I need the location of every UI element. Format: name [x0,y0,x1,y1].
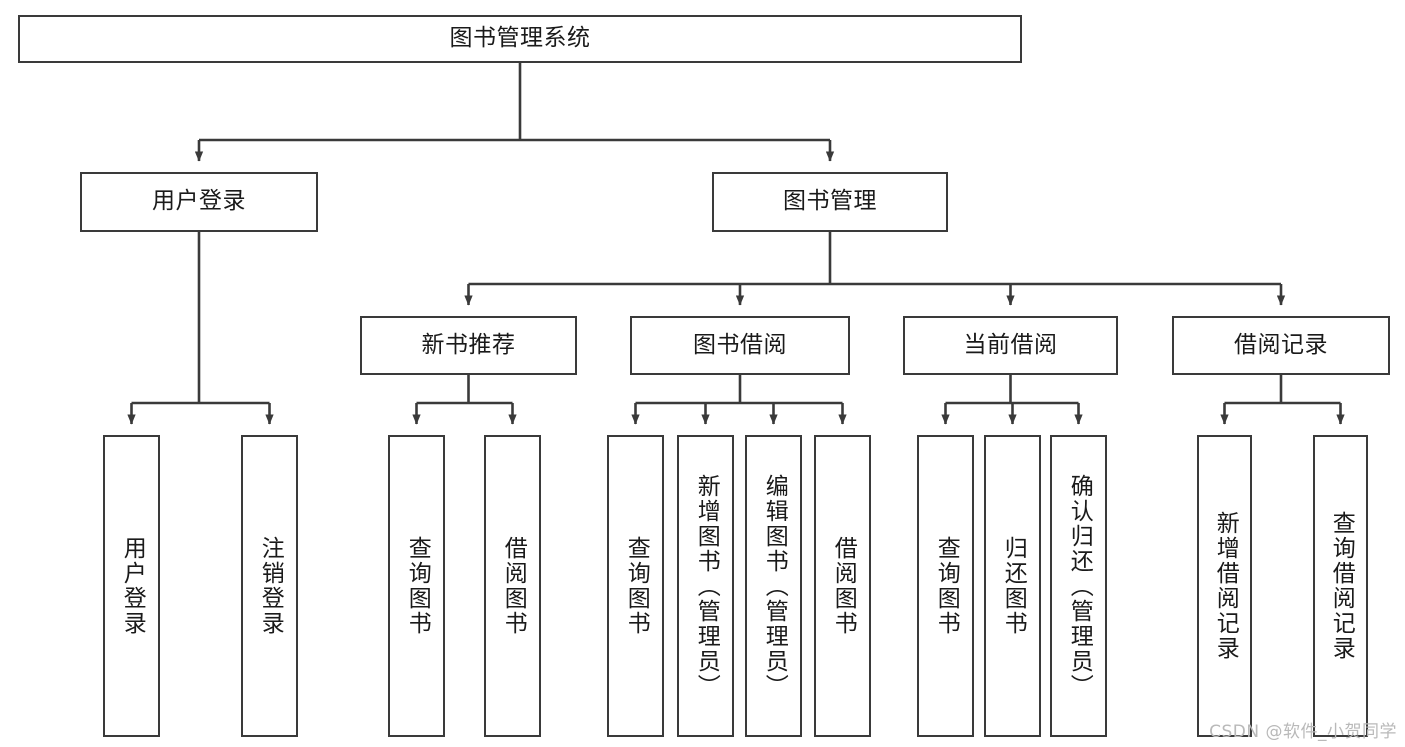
node-borrowing-record[interactable]: 借阅记录 [1172,316,1390,375]
leaf-query-book-3[interactable]: 查询图书 [917,435,974,737]
node-label: 查询借阅记录 [1328,511,1355,661]
node-label: 新增借阅记录 [1212,511,1239,661]
node-book-borrowing[interactable]: 图书借阅 [630,316,850,375]
node-label: 图书借阅 [693,331,787,358]
leaf-add-borrow-record[interactable]: 新增借阅记录 [1197,435,1252,737]
node-label: 查询图书 [933,536,960,636]
node-root-system[interactable]: 图书管理系统 [18,15,1022,63]
node-label: 借阅记录 [1234,331,1328,358]
node-label: 归还图书 [1000,536,1027,636]
node-label: 确认归还（管理员） [1066,473,1093,699]
node-label: 借阅图书 [500,536,527,636]
leaf-edit-book-admin[interactable]: 编辑图书（管理员） [745,435,802,737]
leaf-query-book-2[interactable]: 查询图书 [607,435,664,737]
leaf-confirm-return-admin[interactable]: 确认归还（管理员） [1050,435,1107,737]
node-label: 新书推荐 [421,331,516,358]
node-label: 当前借阅 [963,331,1058,358]
leaf-return-book[interactable]: 归还图书 [984,435,1041,737]
leaf-borrow-book-1[interactable]: 借阅图书 [484,435,541,737]
node-label: 图书管理系统 [449,25,591,52]
node-label: 用户登录 [152,188,246,215]
leaf-borrow-book-2[interactable]: 借阅图书 [814,435,871,737]
node-label: 用户登录 [119,536,146,636]
leaf-logout[interactable]: 注销登录 [241,435,298,737]
node-book-management[interactable]: 图书管理 [712,172,948,232]
node-label: 图书管理 [783,188,877,215]
node-label: 查询图书 [404,536,431,636]
leaf-query-borrow-record[interactable]: 查询借阅记录 [1313,435,1368,737]
leaf-add-book-admin[interactable]: 新增图书（管理员） [677,435,734,737]
node-label: 编辑图书（管理员） [761,473,788,699]
leaf-user-login[interactable]: 用户登录 [103,435,160,737]
node-label: 新增图书（管理员） [693,473,720,699]
node-current-borrowing[interactable]: 当前借阅 [903,316,1118,375]
node-user-login[interactable]: 用户登录 [80,172,318,232]
node-label: 查询图书 [623,536,650,636]
leaf-query-book-1[interactable]: 查询图书 [388,435,445,737]
node-label: 注销登录 [257,536,284,636]
node-new-book-recommendation[interactable]: 新书推荐 [360,316,577,375]
node-label: 借阅图书 [830,536,857,636]
